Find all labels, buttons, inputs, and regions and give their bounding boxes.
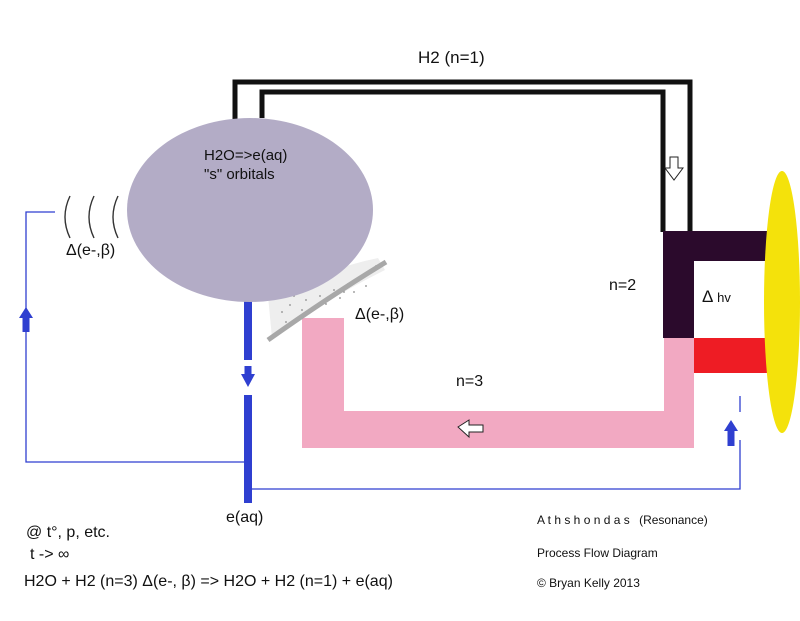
left-up-arrow-icon — [19, 307, 33, 332]
credit-subtitle: (Resonance) — [639, 513, 708, 527]
eaq-label: e(aq) — [226, 509, 264, 526]
left-arrow-icon — [457, 419, 484, 439]
plate-emission-label: Δ(e-,β) — [355, 306, 405, 323]
hv-label: hv — [717, 290, 731, 305]
curved-shield — [266, 259, 388, 343]
left-feedback-line — [25, 211, 248, 463]
n2-dark-block — [663, 231, 694, 338]
down-hollow-arrow-icon — [664, 156, 684, 181]
top-pipe-outer — [232, 79, 693, 232]
sphere-label-line1: H2O=>e(aq) — [204, 147, 288, 164]
delta-label: Δ hv — [702, 287, 731, 307]
pink-return-pipe — [302, 318, 694, 448]
reaction-equation: H2O + H2 (n=3) Δ(e-, β) => H2O + H2 (n=1… — [24, 573, 393, 590]
credit-type: Process Flow Diagram — [537, 546, 658, 560]
right-feedback-line — [248, 440, 741, 490]
n3-label: n=3 — [456, 373, 484, 390]
upper-beam — [694, 231, 772, 261]
top-pipe-label: H2 (n=1) — [418, 48, 485, 67]
limit-note: t -> ∞ — [30, 546, 70, 563]
red-beam — [694, 338, 772, 373]
down-arrow-icon — [241, 366, 255, 387]
credit-title: A t h s h o n d a s (Resonance) — [537, 513, 708, 527]
credit-copyright: © Bryan Kelly 2013 — [537, 576, 640, 590]
delta-symbol: Δ — [702, 287, 713, 306]
credit-name: A t h s h o n d a s — [537, 513, 630, 527]
light-source-ellipse — [764, 171, 800, 433]
emission-arcs-icon — [64, 195, 119, 239]
left-emission-label: Δ(e-,β) — [66, 242, 116, 259]
n2-label: n=2 — [609, 277, 637, 294]
h2o-sphere — [127, 118, 373, 302]
eaq-pipe-upper — [244, 300, 252, 360]
right-up-arrow-icon — [724, 420, 738, 446]
eaq-pipe-lower — [244, 395, 252, 503]
top-pipe-inner — [259, 89, 666, 232]
sphere-label-line2: "s" orbitals — [204, 166, 275, 183]
conditions-note: @ t°, p, etc. — [26, 524, 110, 541]
